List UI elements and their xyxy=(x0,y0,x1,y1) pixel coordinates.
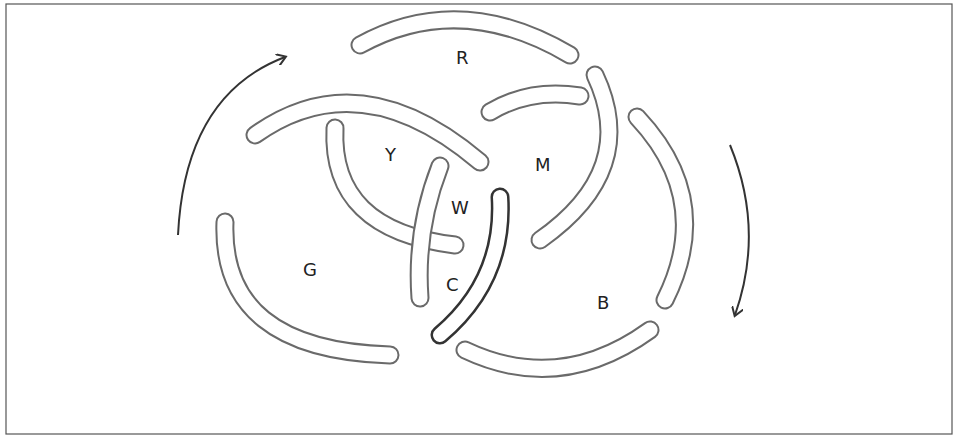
band xyxy=(440,197,500,335)
front-bands xyxy=(419,166,500,335)
band xyxy=(255,103,480,162)
band-fills xyxy=(225,20,685,369)
band xyxy=(440,197,500,335)
band xyxy=(490,94,580,112)
region-letter: B xyxy=(597,294,609,312)
frame xyxy=(6,4,952,434)
region-letter: M xyxy=(535,156,551,174)
band xyxy=(255,103,480,162)
band xyxy=(465,330,650,368)
band xyxy=(465,330,650,368)
band xyxy=(490,94,580,112)
band xyxy=(419,166,440,298)
rotation-arrow xyxy=(730,145,749,315)
region-letter: W xyxy=(451,199,469,217)
region-letter: R xyxy=(456,49,469,67)
band xyxy=(637,117,685,300)
region-letter: Y xyxy=(385,146,396,164)
region-letter: G xyxy=(303,261,317,279)
region-letter: C xyxy=(446,276,459,294)
band xyxy=(637,117,685,300)
band-outlines xyxy=(225,20,685,369)
band xyxy=(225,222,390,355)
band xyxy=(419,166,440,298)
band xyxy=(225,222,390,355)
rotation-arrow xyxy=(178,57,285,235)
